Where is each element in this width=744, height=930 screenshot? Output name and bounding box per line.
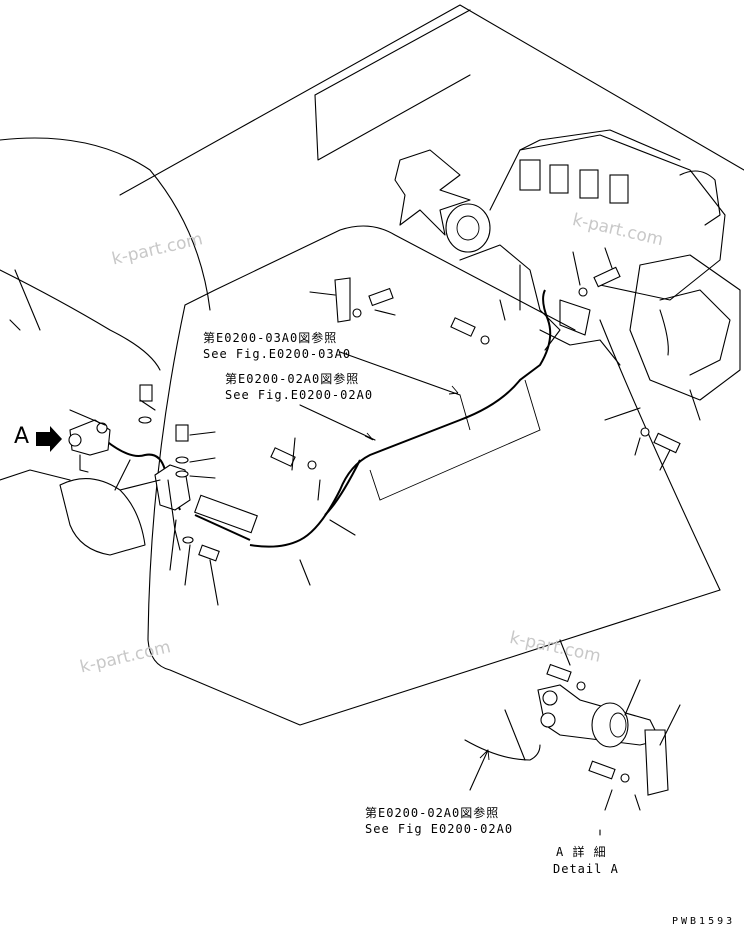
reference-label-3-jp: 第E0200-02A0図参照 <box>365 806 500 820</box>
left-side-parts <box>9 269 220 606</box>
reference-label-1-jp: 第E0200-03A0図参照 <box>203 331 338 345</box>
view-marker-letter: A <box>14 424 30 449</box>
view-arrow-a <box>36 426 62 452</box>
reference-leaders <box>299 351 461 441</box>
reference-label-3-en: See Fig E0200-02A0 <box>365 822 514 836</box>
reference-label-2-en: See Fig.E0200-02A0 <box>225 388 374 402</box>
detail-a-assembly <box>464 639 681 836</box>
reference-label-1-en: See Fig.E0200-03A0 <box>203 347 352 361</box>
center-bolts <box>270 247 681 586</box>
cab-outline <box>0 4 744 726</box>
wiring-harness <box>104 289 552 548</box>
detail-label-jp: A 詳 細 <box>556 845 607 859</box>
reference-label-2-jp: 第E0200-02A0図参照 <box>225 372 360 386</box>
drawing-code: PWB1593 <box>672 916 736 927</box>
detail-label-en: Detail A <box>553 862 619 876</box>
engine-assembly <box>394 129 741 421</box>
